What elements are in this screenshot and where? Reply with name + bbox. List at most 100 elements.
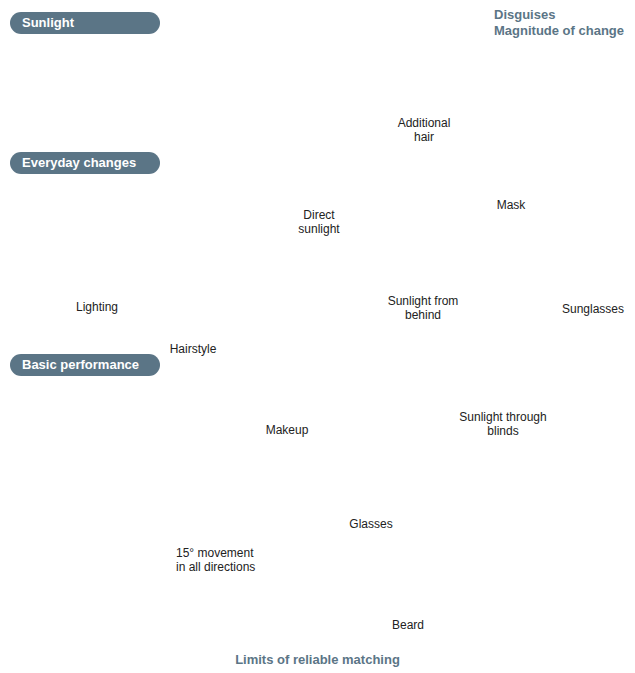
photo-direct-sunlight <box>286 128 352 204</box>
photo-sunglasses <box>578 259 608 261</box>
axis-label: Magnitude of change <box>494 23 624 38</box>
photo-additional-hair <box>402 44 446 96</box>
photo-hairstyle <box>160 262 226 338</box>
photo-sunlight-through-blinds <box>470 330 536 406</box>
photo-sunlight-from-behind <box>390 212 458 290</box>
photo-sunlight-through-blinds <box>470 343 536 347</box>
photo-caption: Additional hair <box>388 116 460 144</box>
photo-glasses <box>369 475 373 476</box>
photo-glasses <box>373 473 383 480</box>
magnitude-arrow-head <box>517 74 550 107</box>
photo-additional-hair <box>391 36 457 112</box>
photo-tile: Mask <box>478 118 544 212</box>
photo-sunlight-through-blinds <box>470 334 536 338</box>
magnitude-arrow-shaft <box>96 96 529 540</box>
photo-caption: Sunglasses <box>560 302 626 316</box>
photo-tile: Lighting <box>64 220 130 314</box>
photo-tile: 15° movement in all directions <box>176 546 262 574</box>
photo-makeup <box>283 394 291 397</box>
photo-basic <box>100 392 162 462</box>
photo-lighting <box>64 220 130 296</box>
band-fill <box>14 364 294 644</box>
photo-basic <box>100 468 162 538</box>
photo-sunlight-through-blinds <box>470 388 536 392</box>
photo-caption: Direct sunlight <box>286 208 352 236</box>
photo-basic <box>30 468 92 538</box>
photo-caption: 15° movement in all directions <box>176 546 262 574</box>
photo-basic <box>100 560 162 630</box>
photo-caption: Lighting <box>64 300 130 314</box>
photo-tile: Glasses <box>338 437 404 531</box>
photo-sunlight-from-behind <box>390 214 456 290</box>
photo-hairstyle <box>160 262 226 338</box>
photo-basic <box>100 392 162 462</box>
photo-caption: Sunlight from behind <box>377 294 469 322</box>
photo-mask <box>490 158 532 161</box>
limits-arrow-head <box>14 636 34 656</box>
photo-basic <box>170 468 232 538</box>
photo-sunglasses <box>560 222 626 298</box>
band-shape <box>14 24 634 644</box>
photo-sunlight-through-blinds <box>470 379 536 383</box>
photo-tile: Direct sunlight <box>286 128 352 236</box>
band-label: Everyday changes <box>10 152 160 174</box>
label-holder: Magnitude of change <box>494 21 632 39</box>
photo-makeup <box>276 387 283 394</box>
photo-tile: Beard <box>375 538 441 632</box>
photo-basic <box>100 560 162 630</box>
axis-label: Disguises <box>494 7 555 22</box>
photo-makeup <box>278 379 296 381</box>
photo-tile: Sunglasses <box>560 222 626 316</box>
photo-beard <box>375 538 441 614</box>
photo-glasses <box>338 437 404 513</box>
photo-beard <box>375 538 441 614</box>
label-holder: Limits of reliable matching <box>0 650 635 668</box>
photo-caption: Makeup <box>254 423 320 437</box>
photo-lighting <box>97 243 112 280</box>
limits-arrow-shaft <box>30 644 606 649</box>
photo-sunlight-from-behind <box>390 214 456 290</box>
photo-mask <box>478 118 544 194</box>
photo-caption: Beard <box>375 618 441 632</box>
photo-tile: Hairstyle <box>160 262 226 356</box>
photo-sunlight-through-blinds <box>470 397 536 401</box>
photo-hairstyle <box>173 272 214 310</box>
photo-caption: Sunlight through blinds <box>447 410 559 438</box>
photo-makeup <box>292 387 299 394</box>
photo-direct-sunlight <box>286 128 352 204</box>
photo-tile: Sunlight through blinds <box>447 330 559 438</box>
axis-caption: Limits of reliable matching <box>235 652 400 667</box>
photo-basic <box>100 468 162 538</box>
photo-caption: Hairstyle <box>160 342 226 356</box>
band-label: Basic performance <box>10 354 160 376</box>
photo-sunglasses <box>560 222 626 298</box>
limits-arrow-head <box>602 636 622 656</box>
photo-caption: Mask <box>478 198 544 212</box>
photo-sunlight-through-blinds <box>470 330 536 406</box>
band-region: Basic performance15° movement in all dir… <box>14 364 294 644</box>
photo-basic <box>30 468 92 538</box>
photo-beard <box>394 582 422 599</box>
label-holder: Disguises <box>494 5 632 23</box>
band-region: Everyday changesBasic performance15° mov… <box>14 162 496 644</box>
photo-glasses <box>359 473 369 480</box>
photo-beard <box>402 586 414 588</box>
photo-direct-sunlight <box>286 128 352 204</box>
photo-sunglasses <box>581 259 605 267</box>
photo-sunlight-from-behind <box>426 212 458 244</box>
band-shape <box>14 364 294 644</box>
photo-makeup <box>254 343 320 419</box>
photo-sunlight-through-blinds <box>470 352 536 356</box>
photo-sunlight-through-blinds <box>470 370 536 374</box>
photo-sunlight-through-blinds <box>470 330 536 406</box>
photo-direct-sunlight <box>305 151 334 188</box>
photo-tile: Sunlight from behind <box>377 214 469 322</box>
band-fill <box>14 24 634 644</box>
photo-mask <box>497 160 525 177</box>
photo-caption: Glasses <box>338 517 404 531</box>
photo-basic <box>170 468 232 538</box>
photo-glasses <box>338 437 404 513</box>
